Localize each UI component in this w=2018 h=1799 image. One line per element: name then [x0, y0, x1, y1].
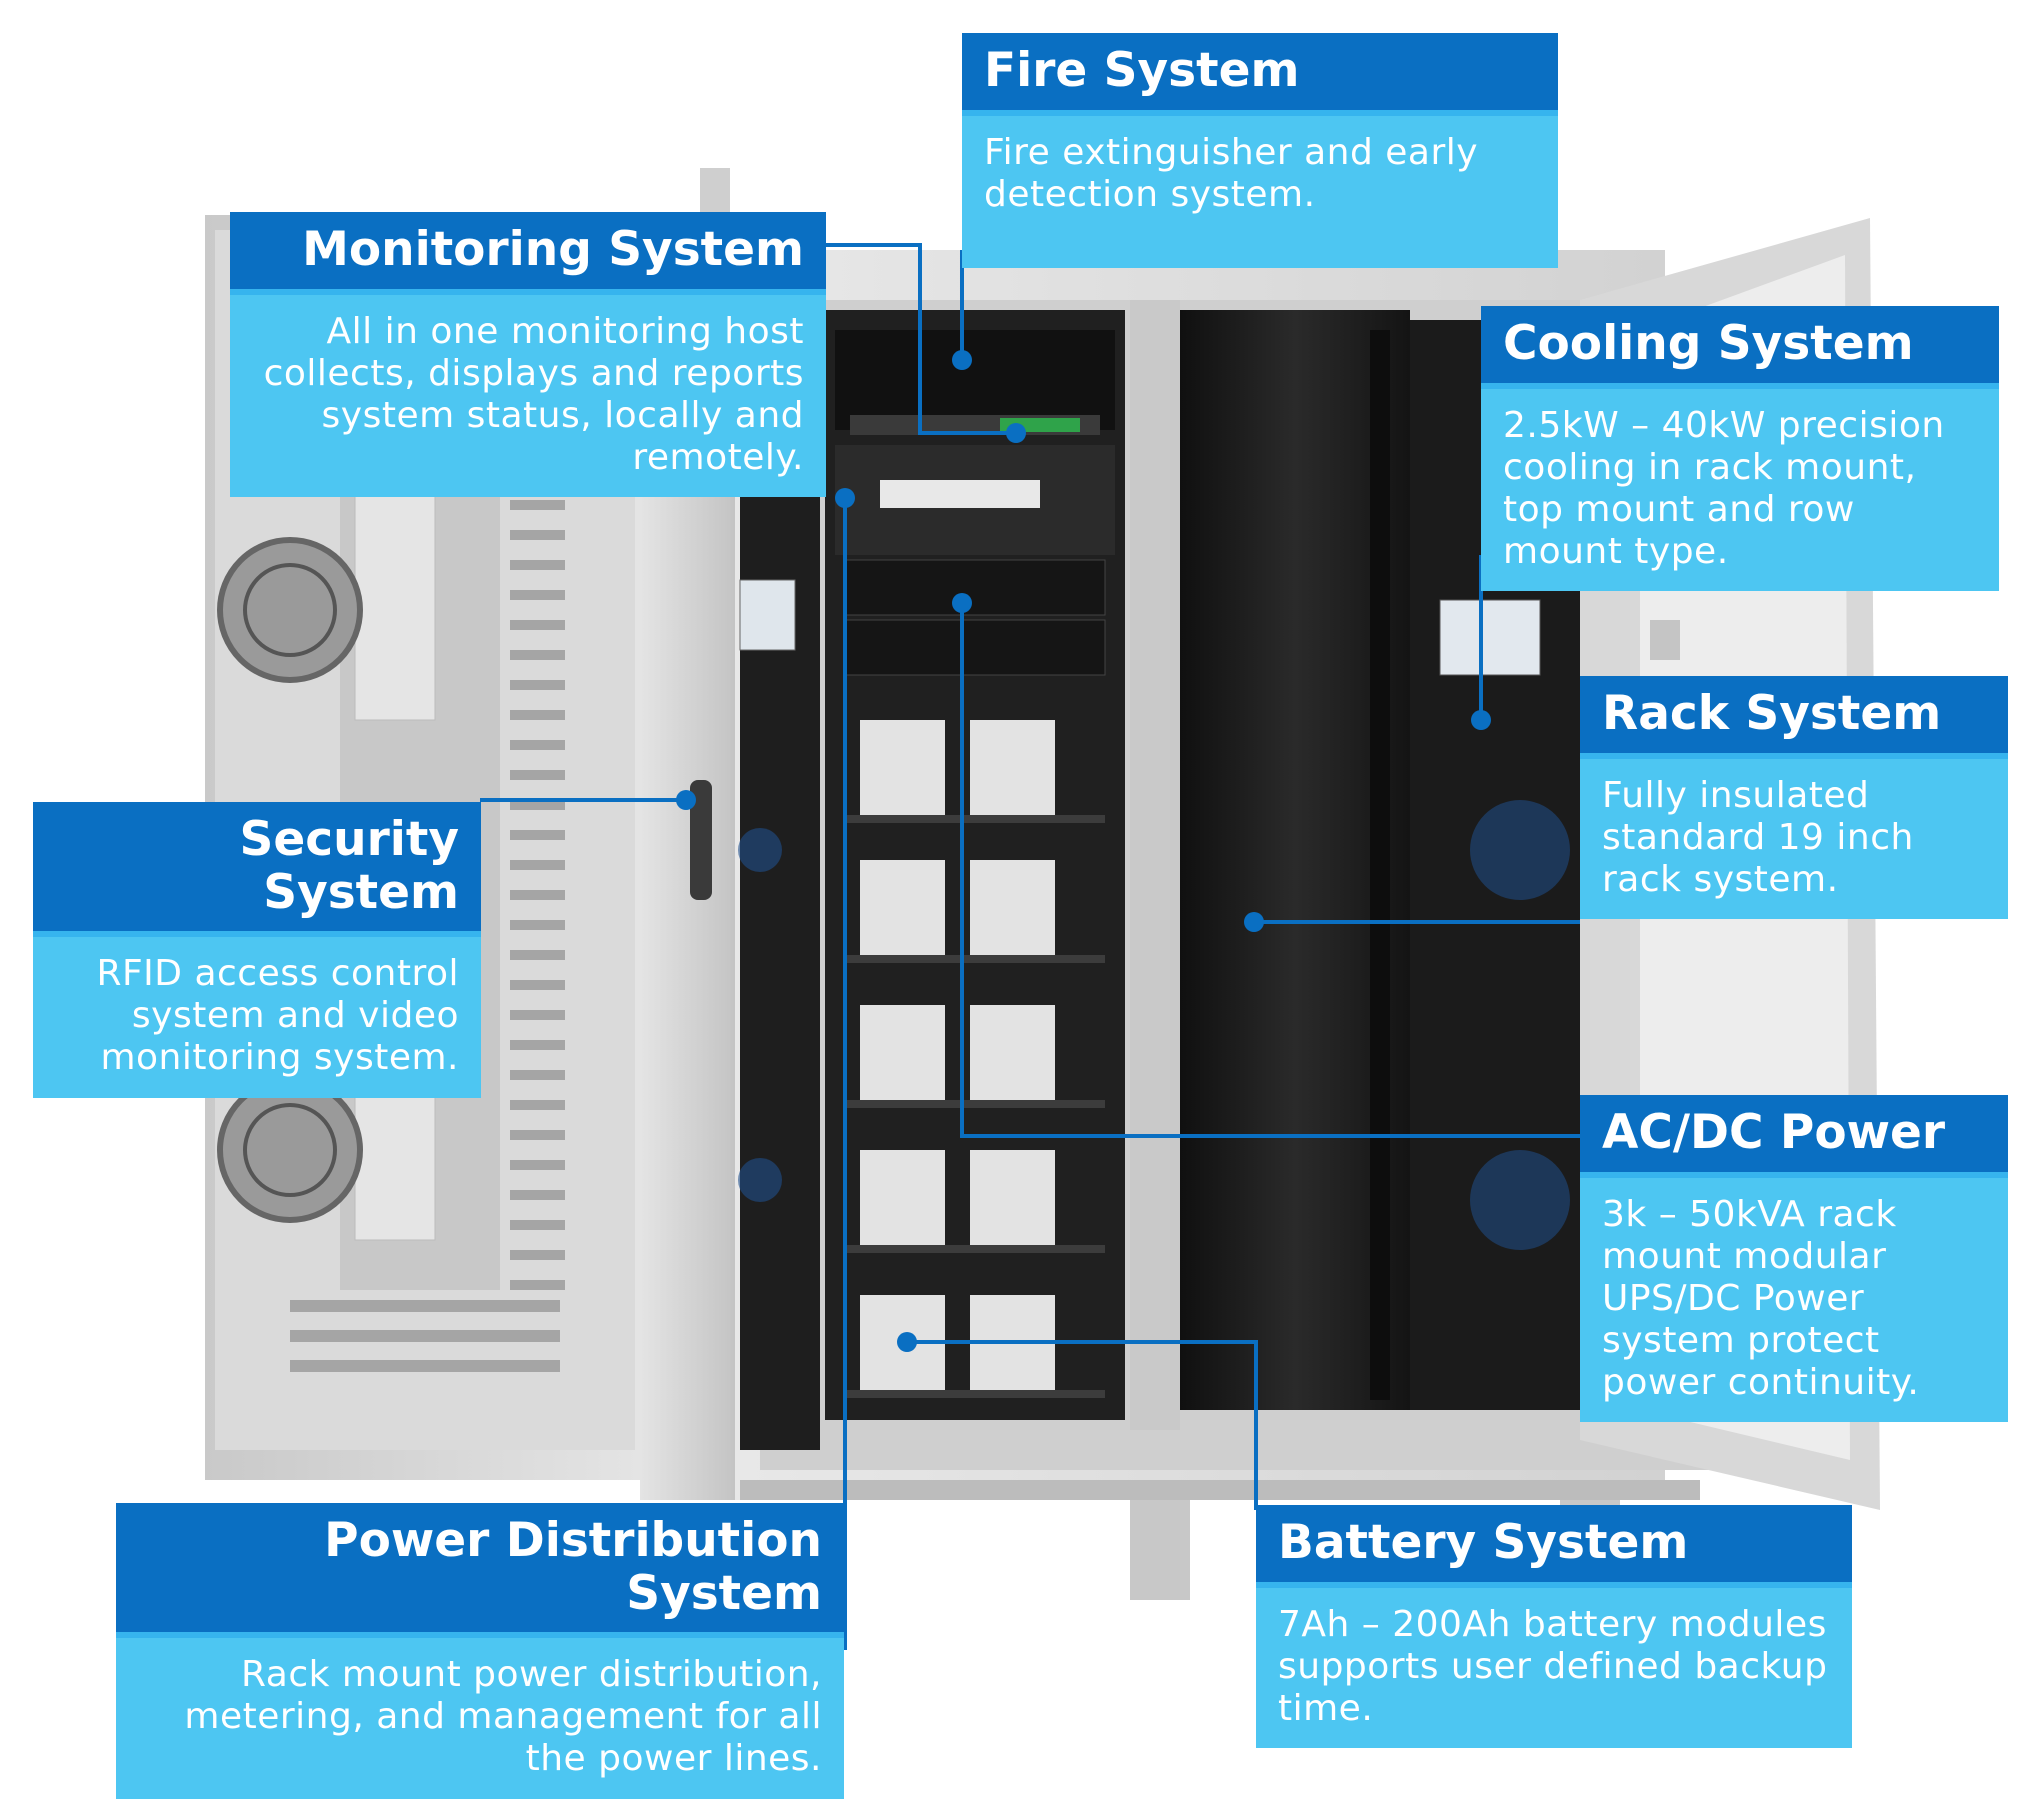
rack-system-description: Fully insulated standard 19 inch rack sy… [1580, 758, 2008, 919]
callout-rack-system: Rack System Fully insulated standard 19 … [1580, 676, 2008, 919]
callout-cooling-system: Cooling System 2.5kW – 40kW precision co… [1481, 306, 1999, 592]
leader-battery [907, 1340, 1258, 1510]
marker-battery [897, 1332, 917, 1352]
marker-power-dist [835, 488, 855, 508]
rack-door [1180, 310, 1410, 1410]
diagram-stage: Fire System Fire extinguisher and early … [33, 33, 2008, 1799]
power-distribution-system-title: Power Distribution System [116, 1503, 844, 1639]
callout-fire-system: Fire System Fire extinguisher and early … [962, 33, 1558, 268]
marker-monitoring [1006, 423, 1026, 443]
callout-power-distribution-system: Power Distribution System Rack mount pow… [116, 1503, 844, 1799]
left-cooling-unit [740, 330, 820, 1450]
monitoring-system-title: Monitoring System [230, 212, 826, 295]
ac-dc-power-description: 3k – 50kVA rack mount modular UPS/DC Pow… [1580, 1177, 2008, 1423]
monitoring-system-description: All in one monitoring host collects, dis… [230, 294, 826, 498]
marker-fire [952, 350, 972, 370]
fire-system-title: Fire System [962, 33, 1558, 116]
marker-security [676, 790, 696, 810]
cooling-system-description: 2.5kW – 40kW precision cooling in rack m… [1481, 388, 1999, 592]
security-system-title: Security System [33, 802, 481, 938]
battery-system-description: 7Ah – 200Ah battery modules supports use… [1256, 1587, 1852, 1748]
callout-ac-dc-power: AC/DC Power 3k – 50kVA rack mount modula… [1580, 1095, 2008, 1423]
cooling-system-title: Cooling System [1481, 306, 1999, 389]
security-system-description: RFID access control system and video mon… [33, 937, 481, 1098]
rack-system-title: Rack System [1580, 676, 2008, 759]
leader-lines [480, 243, 1580, 1650]
callout-security-system: Security System RFID access control syst… [33, 802, 481, 1098]
marker-rack [1244, 912, 1264, 932]
fire-system-description: Fire extinguisher and early detection sy… [962, 115, 1558, 268]
leader-monitoring [825, 243, 1016, 435]
ac-dc-power-title: AC/DC Power [1580, 1095, 2008, 1178]
marker-acdc [952, 593, 972, 613]
louvers [290, 470, 565, 1372]
leader-acdc [960, 603, 1580, 1138]
battery-system-title: Battery System [1256, 1505, 1852, 1588]
callout-battery-system: Battery System 7Ah – 200Ah battery modul… [1256, 1505, 1852, 1748]
marker-cooling [1471, 710, 1491, 730]
callout-monitoring-system: Monitoring System All in one monitoring … [230, 212, 826, 498]
power-distribution-system-description: Rack mount power distribution, metering,… [116, 1638, 844, 1799]
